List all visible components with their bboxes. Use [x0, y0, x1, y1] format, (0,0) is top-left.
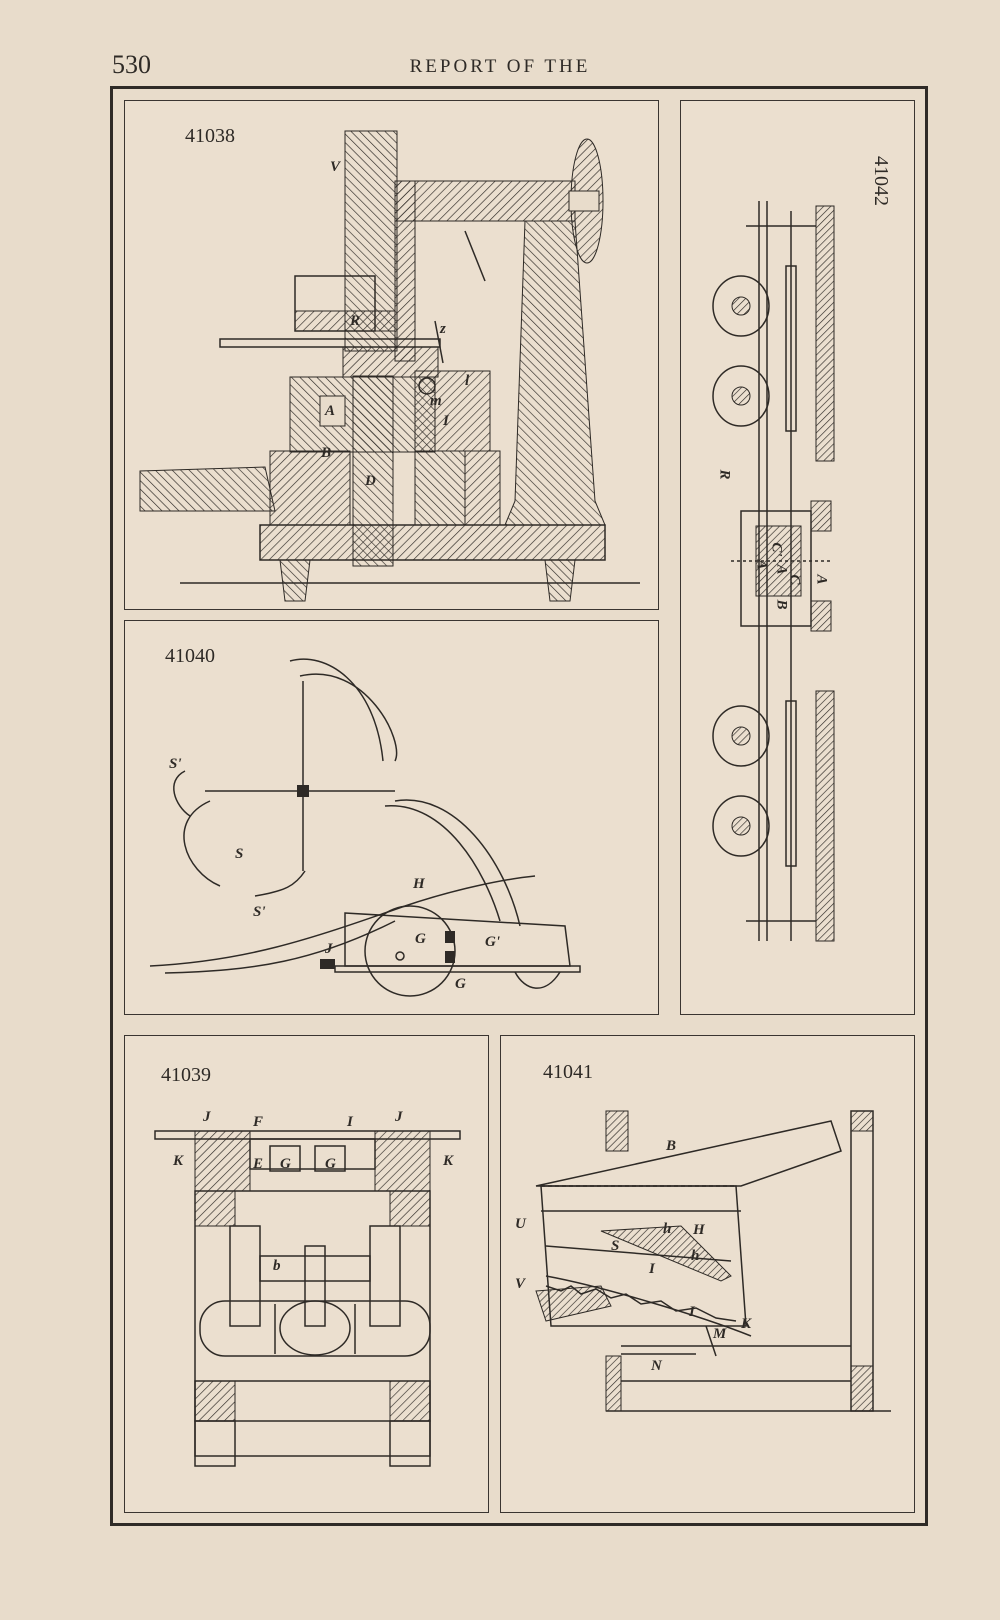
label-F: F — [253, 1114, 264, 1130]
figure-number: 41040 — [165, 645, 215, 667]
label-M: M — [713, 1326, 727, 1342]
label-N: N — [651, 1358, 662, 1374]
label-A-mid: A — [773, 564, 790, 575]
figure-41042-panel: 41042 — [680, 100, 915, 1015]
label-J-left: J — [203, 1109, 211, 1125]
label-U: U — [515, 1216, 526, 1232]
figure-41039-drawing — [154, 1130, 461, 1467]
figure-41040-drawing — [149, 658, 581, 997]
figure-41042-drawing — [712, 201, 835, 942]
page-number: 530 — [112, 50, 151, 79]
label-E: E — [253, 1156, 264, 1172]
label-V: V — [515, 1276, 526, 1292]
label-K-right: K — [443, 1153, 454, 1169]
figure-41038-drawing — [139, 130, 640, 602]
figure-41039-panel: 41039 — [124, 1035, 489, 1513]
label-K-left: K — [173, 1153, 184, 1169]
label-G-lower: G — [455, 976, 466, 992]
label-B: B — [773, 599, 790, 610]
figure-number: 41038 — [185, 125, 235, 147]
figure-41041-drawing — [535, 1110, 891, 1412]
label-K: K — [741, 1316, 752, 1332]
label-H: H — [693, 1222, 705, 1238]
figure-41041-panel: 41041 — [500, 1035, 915, 1513]
label-B: B — [666, 1138, 677, 1154]
label-z: z — [440, 321, 446, 337]
label-A-right: A — [813, 574, 830, 585]
label-I-upper: I — [649, 1261, 655, 1277]
label-J: J — [325, 941, 333, 957]
label-I: I — [347, 1114, 353, 1130]
label-I: I — [443, 413, 449, 429]
label-h-lower: h — [691, 1248, 700, 1264]
label-S-prime-bottom: S' — [253, 904, 266, 920]
label-G-right: G — [325, 1156, 336, 1172]
label-m: m — [430, 393, 442, 409]
label-C: C — [786, 574, 803, 585]
running-head: REPORT OF THE — [409, 56, 591, 77]
label-B: B — [321, 445, 332, 461]
label-R: R — [350, 313, 361, 329]
label-h-upper: h — [663, 1221, 672, 1237]
figure-number: 41042 — [870, 156, 892, 206]
label-H: H — [413, 876, 425, 892]
figure-number: 41041 — [543, 1061, 593, 1083]
label-G-left: G — [280, 1156, 291, 1172]
label-D: D — [365, 473, 376, 489]
label-R: R — [716, 469, 733, 480]
label-I-lower: I — [689, 1304, 695, 1320]
label-A: A — [325, 403, 336, 419]
label-l: l — [465, 373, 470, 389]
plate-frame — [110, 86, 928, 1526]
figure-number: 41039 — [161, 1064, 211, 1086]
label-C-prime: C' — [768, 542, 785, 557]
label-S: S — [235, 846, 244, 862]
label-J-right: J — [395, 1109, 403, 1125]
label-V: V — [330, 159, 341, 175]
label-G-prime: G' — [485, 934, 500, 950]
figure-41038-panel: 41038 — [124, 100, 659, 610]
label-S: S — [611, 1238, 620, 1254]
label-A-left: A — [753, 559, 770, 570]
figure-41040-panel: 41040 S' S — [124, 620, 659, 1015]
label-G: G — [415, 931, 426, 947]
label-S-prime-top: S' — [169, 756, 182, 772]
label-b: b — [273, 1258, 281, 1274]
